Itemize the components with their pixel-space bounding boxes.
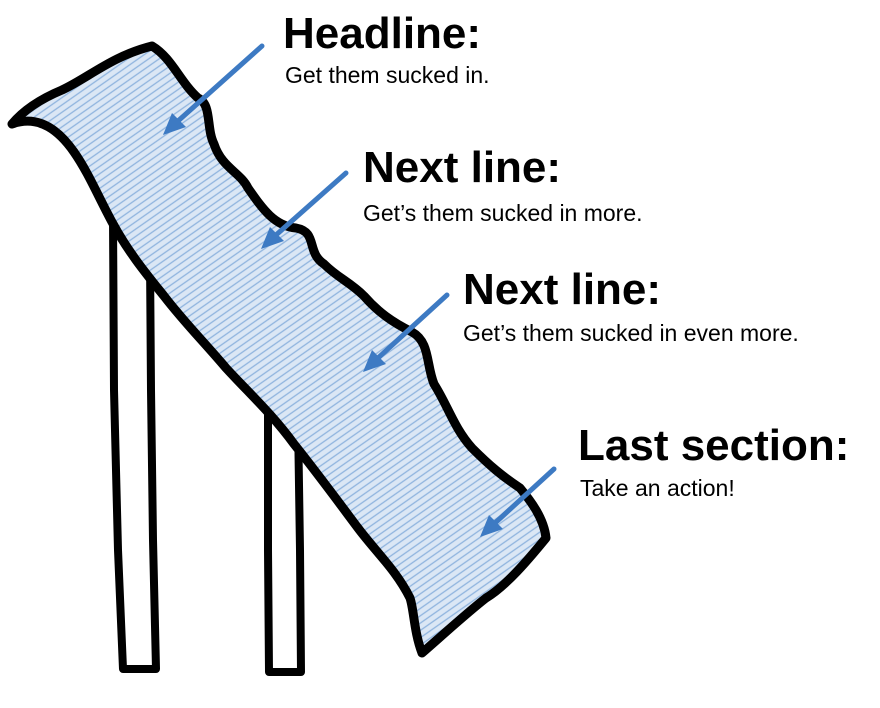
arrowhead-next-line-2-tip	[363, 350, 386, 372]
arrow-next-line-1	[273, 170, 349, 238]
arrow-headline	[175, 43, 265, 124]
next-line-heading-1: Next line:	[363, 143, 562, 192]
last-section-heading: Last section:	[578, 421, 850, 470]
next-line-description-1: Get’s them sucked in more.	[363, 200, 643, 226]
slide-surface	[7, 41, 551, 658]
arrowhead-last-section-tip	[480, 515, 503, 537]
left-back-leg	[109, 214, 160, 673]
arrow-last-section	[492, 466, 557, 526]
arrow-next-line-2	[375, 292, 450, 361]
pointer-arrowheads	[163, 112, 503, 537]
headline-description: Get them sucked in.	[285, 62, 490, 88]
arrowhead-headline-tip	[163, 113, 186, 135]
headline-heading: Headline:	[283, 9, 482, 58]
last-section-description: Take an action!	[580, 475, 735, 501]
arrowhead-next-line-1-tip	[261, 227, 284, 249]
next-line-heading-2: Next line:	[463, 265, 662, 314]
pointer-arrows	[175, 43, 557, 526]
next-line-description-2: Get’s them sucked in even more.	[463, 320, 799, 346]
